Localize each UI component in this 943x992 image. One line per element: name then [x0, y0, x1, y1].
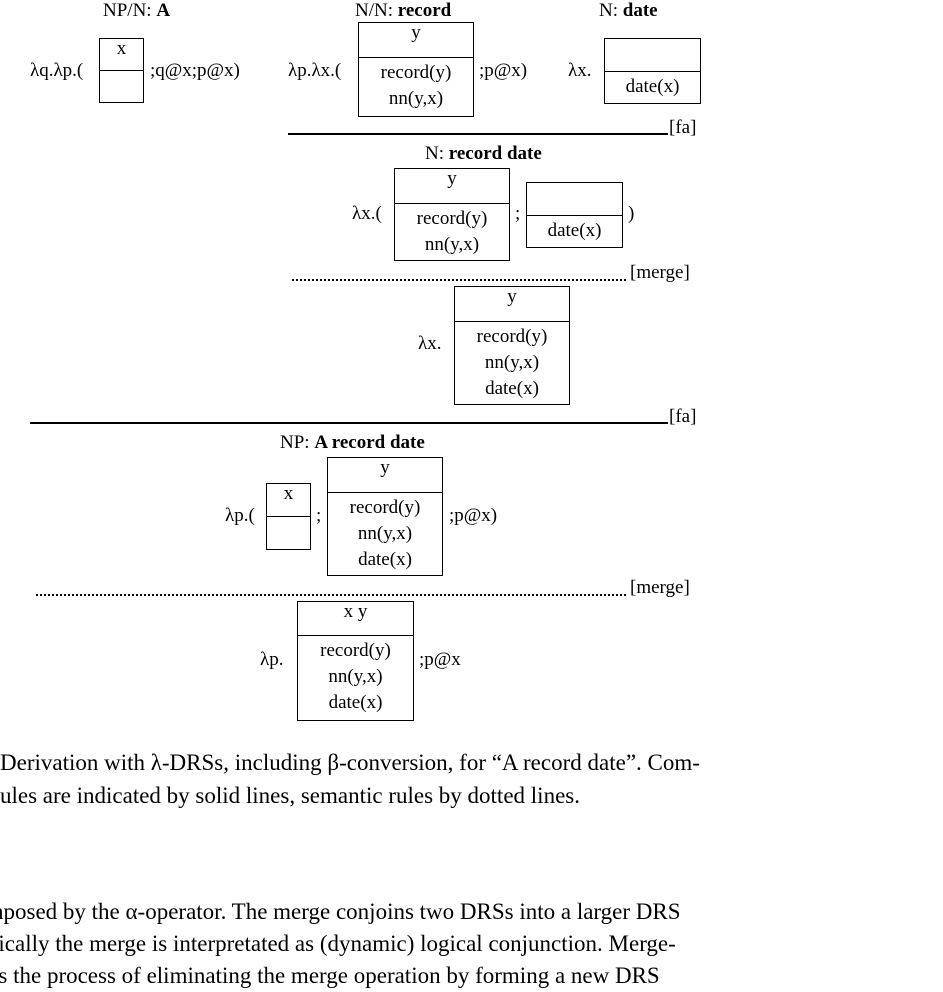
lambda-suffix-step1: ) — [628, 203, 635, 224]
drs-condition: nn(y,x) — [357, 523, 413, 544]
drs-box-step3-b: y record(y) nn(y,x) date(x) — [327, 457, 443, 576]
drs-condition: date(x) — [547, 220, 602, 241]
drs-condition: record(y) — [349, 497, 421, 518]
drs-universe: y — [359, 23, 473, 58]
drs-conditions: record(y) nn(y,x) date(x) — [328, 493, 442, 575]
drs-condition: nn(y,x) — [388, 88, 444, 109]
drs-box-step1-a: y record(y) nn(y,x) — [394, 168, 510, 261]
lambda-suffix-record: ;p@x) — [479, 60, 528, 81]
drs-condition: date(x) — [485, 378, 539, 399]
drs-universe: x — [267, 484, 310, 517]
drs-condition: nn(y,x) — [328, 666, 383, 687]
drs-box-step3-a: x — [266, 483, 311, 550]
lambda-suffix-a: ;q@x;p@x) — [150, 60, 240, 81]
rule-label-merge: [merge] — [630, 577, 690, 598]
drs-condition: date(x) — [358, 549, 412, 570]
rule-label-fa: [fa] — [669, 117, 697, 138]
drs-universe — [605, 39, 700, 72]
header-a: NP/N: A — [103, 0, 171, 21]
drs-box-step2: y record(y) nn(y,x) date(x) — [454, 286, 570, 405]
paragraph-line-3: is the process of eliminating the merge … — [0, 963, 660, 988]
rule-label-fa: [fa] — [669, 406, 697, 427]
drs-conditions — [267, 517, 310, 549]
drs-condition: record(y) — [416, 208, 488, 229]
paragraph-line-1: nposed by the α-operator. The merge conj… — [0, 899, 681, 924]
lambda-prefix-record: λp.λx.( — [288, 60, 342, 81]
drs-box-step4: x y record(y) nn(y,x) date(x) — [297, 601, 414, 721]
drs-box-date: date(x) — [604, 38, 701, 104]
lambda-suffix-step3: ;p@x) — [449, 505, 498, 526]
drs-condition: record(y) — [320, 640, 391, 661]
figure-caption-line-1: Derivation with λ-DRSs, including β-conv… — [0, 750, 700, 775]
drs-condition: date(x) — [625, 76, 680, 97]
drs-conditions: date(x) — [527, 216, 622, 247]
drs-box-a: x — [99, 38, 144, 103]
drs-conditions: record(y) nn(y,x) — [395, 204, 509, 260]
figure-caption-line-2: ules are indicated by solid lines, seman… — [0, 783, 580, 808]
drs-box-step1-b: date(x) — [526, 182, 623, 248]
lambda-prefix-date: λx. — [568, 60, 592, 81]
lambda-prefix-step1: λx.( — [352, 203, 382, 224]
drs-universe — [527, 183, 622, 216]
drs-conditions: record(y) nn(y,x) — [359, 58, 473, 116]
drs-universe: x y — [298, 602, 413, 636]
drs-condition: record(y) — [476, 326, 548, 347]
semantic-rule-line — [36, 594, 626, 596]
paragraph-line-2: tically the merge is interpretated as (d… — [0, 931, 676, 956]
merge-separator: ; — [515, 203, 521, 224]
lambda-suffix-step4: ;p@x — [419, 649, 461, 670]
header-record: N/N: record — [355, 0, 452, 21]
drs-condition: date(x) — [328, 692, 383, 713]
drs-conditions: record(y) nn(y,x) date(x) — [298, 636, 413, 720]
drs-universe: y — [395, 169, 509, 204]
lambda-prefix-step2: λx. — [418, 333, 442, 354]
syntactic-rule-line — [30, 422, 668, 424]
header-record-date: N: record date — [425, 143, 542, 164]
drs-conditions: date(x) — [605, 72, 700, 103]
drs-box-record: y record(y) nn(y,x) — [358, 22, 474, 117]
header-a-record-date: NP: A record date — [280, 432, 425, 453]
header-date: N: date — [599, 0, 658, 21]
drs-conditions — [100, 71, 143, 102]
semantic-rule-line — [292, 279, 626, 281]
lambda-prefix-step3: λp.( — [225, 505, 255, 526]
drs-condition: nn(y,x) — [484, 352, 540, 373]
lambda-prefix-a: λq.λp.( — [30, 60, 84, 81]
drs-universe: x — [100, 39, 143, 71]
drs-condition: record(y) — [380, 62, 452, 83]
syntactic-rule-line — [288, 133, 668, 135]
merge-separator: ; — [316, 505, 322, 526]
drs-condition: nn(y,x) — [424, 234, 480, 255]
rule-label-merge: [merge] — [630, 262, 690, 283]
lambda-prefix-step4: λp. — [260, 649, 284, 670]
drs-conditions: record(y) nn(y,x) date(x) — [455, 322, 569, 404]
drs-universe: y — [455, 287, 569, 322]
drs-universe: y — [328, 458, 442, 493]
